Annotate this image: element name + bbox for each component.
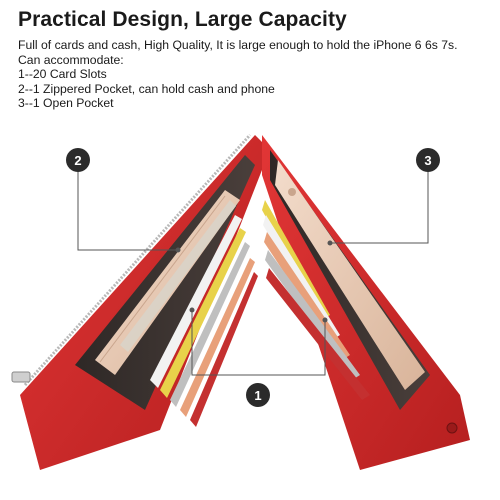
callout-badge-2: 2	[66, 148, 90, 172]
zipper-pull-icon	[11, 371, 31, 383]
page-title: Practical Design, Large Capacity	[18, 8, 347, 31]
open-pocket-panel	[262, 135, 470, 470]
zipper-track	[23, 133, 252, 387]
leader-line-2	[77, 163, 178, 251]
description-line: Full of cards and cash, High Quality, It…	[18, 38, 458, 52]
description-line: Can accommodate:	[18, 52, 124, 67]
cash-notes	[120, 200, 236, 352]
left-card-slots	[150, 215, 258, 427]
callout-label-1: 1	[254, 388, 261, 403]
callout-badge-3: 3	[416, 148, 440, 172]
description-line: 3--1 Open Pocket	[18, 96, 114, 111]
leader-line-1	[191, 310, 326, 376]
snap-button-icon	[446, 422, 458, 434]
zippered-pocket-panel	[11, 133, 262, 470]
phone-in-open-pocket	[275, 160, 425, 390]
leader-lines	[77, 163, 429, 376]
leader-line-3	[330, 163, 429, 244]
feature-description: Full of cards and cash, High Quality, It…	[18, 38, 488, 111]
right-card-slots	[262, 200, 370, 400]
callout-label-3: 3	[424, 153, 431, 168]
description-line: 2--1 Zippered Pocket, can hold cash and …	[18, 81, 275, 96]
description-line: 1--20 Card Slots	[18, 67, 107, 82]
callout-badge-1: 1	[246, 383, 270, 407]
callout-label-2: 2	[74, 153, 81, 168]
